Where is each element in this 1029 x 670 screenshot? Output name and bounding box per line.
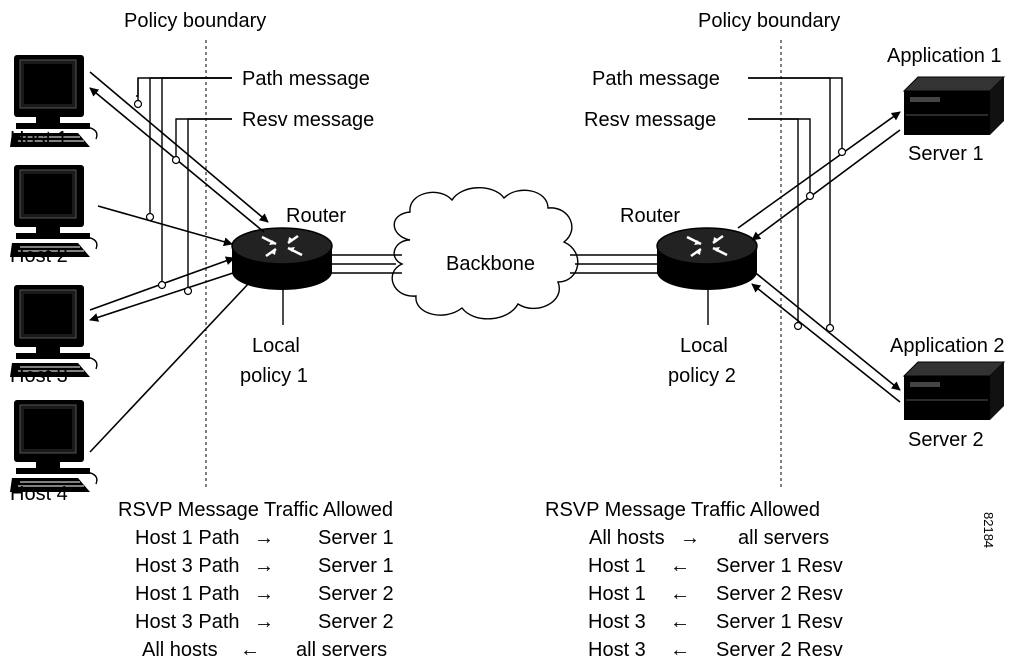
left-row-1-arrow: → <box>254 527 274 549</box>
right-row-2-arrow: ← <box>670 555 690 577</box>
host-3-label: Host 3 <box>10 365 68 387</box>
right-table-row: Host 3 ← Server 1 Resv <box>588 611 843 633</box>
application-1-label: Application 1 <box>887 45 1002 67</box>
right-row-3-arrow: ← <box>670 583 690 605</box>
right-callout-dot <box>837 147 847 157</box>
server-1-label: Server 1 <box>908 143 984 165</box>
left-row-1-to: Server 1 <box>318 527 394 549</box>
server-1-icon <box>903 76 1005 136</box>
left-resv-message-callouts <box>175 118 232 292</box>
right-callout-dot <box>825 323 835 333</box>
figure-id: 82184 <box>981 512 996 548</box>
router-right-icon <box>655 226 759 292</box>
right-resv-message-callouts <box>748 118 811 326</box>
right-row-4-arrow: ← <box>670 611 690 633</box>
router-left-label: Router <box>286 205 346 227</box>
left-table-row: Host 3 Path → Server 1 <box>135 555 394 577</box>
left-callout-dot <box>133 99 143 109</box>
router-right-label: Router <box>620 205 680 227</box>
right-row-3-from: Host 1 <box>588 583 646 605</box>
left-table-row: All hosts ← all servers <box>142 639 387 661</box>
left-row-3-from: Host 1 Path <box>135 583 240 605</box>
right-resv-message-label: Resv message <box>584 109 716 131</box>
left-table-row: Host 3 Path → Server 2 <box>135 611 394 633</box>
application-2-label: Application 2 <box>890 335 1005 357</box>
host-4-label: Host 4 <box>10 483 68 505</box>
right-table-row: Host 1 ← Server 2 Resv <box>588 583 843 605</box>
right-path-message-callouts <box>748 77 843 328</box>
server-2-icon <box>903 361 1005 421</box>
right-table-row: Host 3 ← Server 2 Resv <box>588 639 843 661</box>
left-row-5-arrow: ← <box>240 639 260 661</box>
left-path-message-callouts <box>136 77 232 286</box>
server-2-label: Server 2 <box>908 429 984 451</box>
right-row-3-to: Server 2 Resv <box>716 583 843 605</box>
right-row-5-to: Server 2 Resv <box>716 639 843 661</box>
local-policy-2-line1: Local <box>680 335 728 357</box>
right-table-title: RSVP Message Traffic Allowed <box>545 499 820 521</box>
router-left-icon <box>230 226 334 292</box>
right-table-row: Host 1 ← Server 1 Resv <box>588 555 843 577</box>
left-row-4-to: Server 2 <box>318 611 394 633</box>
left-row-1-from: Host 1 Path <box>135 527 240 549</box>
right-row-4-from: Host 3 <box>588 611 646 633</box>
left-callout-dot <box>171 155 181 165</box>
left-table-title: RSVP Message Traffic Allowed <box>118 499 393 521</box>
right-message-arrows <box>737 111 901 403</box>
right-row-1-to: all servers <box>738 527 829 549</box>
left-row-3-arrow: → <box>254 583 274 605</box>
right-path-message-label: Path message <box>592 68 720 90</box>
left-callout-dot <box>145 212 155 222</box>
right-row-1-arrow: → <box>680 527 700 549</box>
right-row-5-from: Host 3 <box>588 639 646 661</box>
host-2-computer-icon <box>9 164 98 258</box>
left-callout-dot <box>183 286 193 296</box>
left-row-2-from: Host 3 Path <box>135 555 240 577</box>
left-row-2-arrow: → <box>254 555 274 577</box>
left-row-5-from: All hosts <box>142 639 218 661</box>
host-1-label: Host 1 <box>10 128 68 150</box>
backbone-cloud <box>391 187 579 320</box>
local-policy-1-line2: policy 1 <box>240 365 308 387</box>
left-backbone-links <box>330 254 402 274</box>
host-2-label: Host 2 <box>10 245 68 267</box>
left-path-message-label: Path message <box>242 68 370 90</box>
local-policy-1-line1: Local <box>252 335 300 357</box>
right-row-4-to: Server 1 Resv <box>716 611 843 633</box>
policy-boundary-left-label: Policy boundary <box>124 10 266 32</box>
left-table-row: Host 1 Path → Server 1 <box>135 527 394 549</box>
local-policy-2-line2: policy 2 <box>668 365 736 387</box>
left-row-3-to: Server 2 <box>318 583 394 605</box>
right-row-2-from: Host 1 <box>588 555 646 577</box>
left-row-4-from: Host 3 Path <box>135 611 240 633</box>
host-3-computer-icon <box>9 284 98 378</box>
right-row-2-to: Server 1 Resv <box>716 555 843 577</box>
left-table-row: Host 1 Path → Server 2 <box>135 583 394 605</box>
host-4-computer-icon <box>9 399 98 493</box>
right-callout-dot <box>793 321 803 331</box>
right-row-5-arrow: ← <box>670 639 690 661</box>
right-callout-dot <box>805 191 815 201</box>
left-row-5-to: all servers <box>296 639 387 661</box>
left-callout-dot <box>157 280 167 290</box>
right-backbone-links <box>570 254 660 274</box>
backbone-label: Backbone <box>446 253 535 275</box>
left-resv-message-label: Resv message <box>242 109 374 131</box>
right-table-row: All hosts → all servers <box>589 527 829 549</box>
right-row-1-from: All hosts <box>589 527 665 549</box>
left-row-2-to: Server 1 <box>318 555 394 577</box>
left-row-4-arrow: → <box>254 611 274 633</box>
policy-boundary-right-label: Policy boundary <box>698 10 840 32</box>
